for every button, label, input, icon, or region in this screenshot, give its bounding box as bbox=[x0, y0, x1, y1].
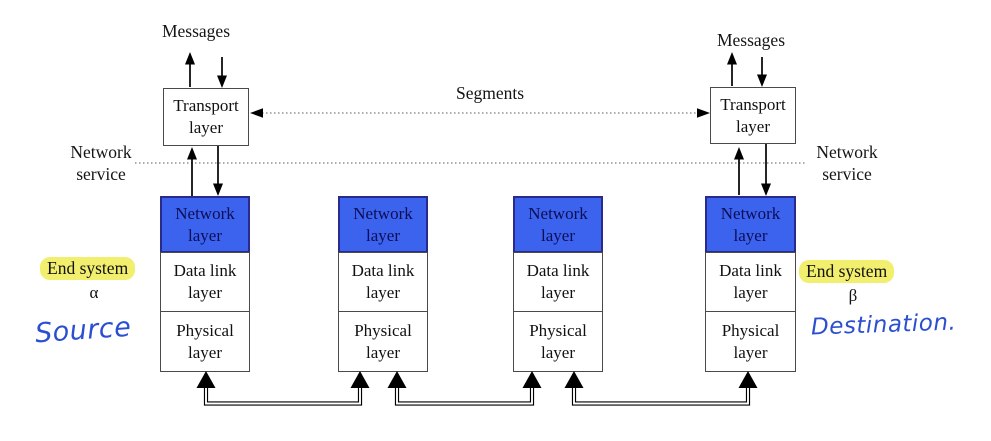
source-handwritten-annotation: Source bbox=[34, 311, 133, 350]
transport-network-arrows-left bbox=[187, 146, 223, 196]
stack4-physical-layer-box: Physical layer bbox=[705, 311, 796, 372]
down-arrowhead-icon bbox=[213, 183, 223, 196]
down-arrowhead-icon bbox=[761, 183, 771, 196]
up-arrowhead-icon bbox=[522, 371, 542, 388]
physical-link-3 bbox=[564, 371, 758, 406]
up-arrowhead-icon bbox=[350, 371, 370, 388]
physical-link-1 bbox=[196, 371, 370, 406]
end-system-label-left: End system bbox=[40, 257, 136, 280]
physical-link-2 bbox=[387, 371, 542, 406]
destination-handwritten-annotation: Destination. bbox=[810, 309, 957, 341]
up-arrowhead-icon bbox=[738, 371, 758, 388]
down-arrowhead-icon bbox=[757, 74, 767, 87]
messages-label-right: Messages bbox=[716, 30, 786, 50]
up-arrowhead-icon bbox=[196, 371, 216, 388]
up-arrowhead-icon bbox=[564, 371, 584, 388]
transport-layer-box-right: Transport layer bbox=[710, 87, 796, 144]
stack4-datalink-layer-box: Data link layer bbox=[705, 252, 796, 312]
down-arrowhead-icon bbox=[217, 75, 227, 88]
network-service-label-left: Network service bbox=[70, 142, 132, 184]
network-service-label-right: Network service bbox=[816, 142, 878, 184]
stack3-network-layer-box: Network layer bbox=[513, 196, 603, 253]
stack3-datalink-layer-box: Data link layer bbox=[513, 252, 603, 312]
stack1-datalink-layer-box: Data link layer bbox=[160, 252, 250, 312]
segments-arrowhead-right-icon bbox=[697, 108, 710, 118]
stack2-physical-layer-box: Physical layer bbox=[338, 311, 428, 372]
stack4-network-layer-box: Network layer bbox=[705, 196, 796, 253]
transport-layer-box-left: Transport layer bbox=[163, 88, 249, 146]
segments-dotted-link bbox=[250, 108, 710, 118]
stack1-physical-layer-box: Physical layer bbox=[160, 311, 250, 372]
stack2-datalink-layer-box: Data link layer bbox=[338, 252, 428, 312]
messages-arrows-left bbox=[185, 52, 227, 88]
up-arrowhead-icon bbox=[727, 52, 737, 65]
messages-arrows-right bbox=[727, 52, 767, 87]
end-system-label-right: End system bbox=[799, 260, 895, 283]
up-arrowhead-icon bbox=[734, 147, 744, 160]
stack3-physical-layer-box: Physical layer bbox=[513, 311, 603, 372]
stack1-network-layer-box: Network layer bbox=[160, 196, 250, 253]
beta-label: β bbox=[848, 286, 858, 305]
transport-network-arrows-right bbox=[734, 144, 771, 196]
up-arrowhead-icon bbox=[187, 147, 197, 160]
alpha-label: α bbox=[89, 283, 99, 302]
segments-label: Segments bbox=[455, 83, 525, 103]
messages-label-left: Messages bbox=[161, 21, 231, 41]
up-arrowhead-icon bbox=[185, 52, 195, 65]
segments-arrowhead-left-icon bbox=[250, 108, 263, 118]
up-arrowhead-icon bbox=[387, 371, 407, 388]
stack2-network-layer-box: Network layer bbox=[338, 196, 428, 253]
